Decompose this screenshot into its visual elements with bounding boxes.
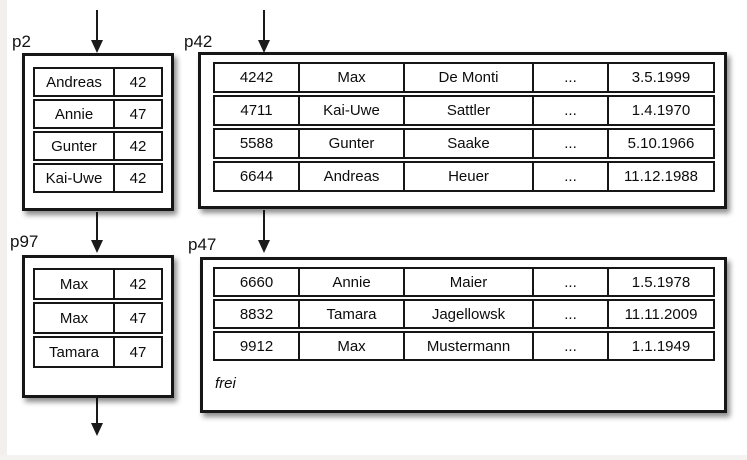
bottom-edge-strip — [0, 455, 747, 460]
cell-ellipsis: ... — [534, 301, 609, 327]
record-table-p2: Andreas 42 Annie 47 Gunter 42 Kai-Uwe 42 — [33, 67, 163, 193]
table-row: Tamara 47 — [33, 336, 163, 368]
page-label-p97: p97 — [10, 232, 39, 251]
cell-date: 1.1.1949 — [631, 337, 691, 355]
table-row: Annie 47 — [33, 99, 163, 129]
arrow-line — [96, 10, 98, 42]
cell-name: Annie — [35, 101, 115, 127]
cell-name: Gunter — [35, 133, 115, 159]
cell-name: Max — [35, 304, 115, 332]
arrow-head-icon — [91, 423, 103, 436]
cell-id: 5588 — [215, 130, 300, 157]
page-box-p2: Andreas 42 Annie 47 Gunter 42 Kai-Uwe 42 — [22, 53, 174, 211]
page-box-p97: Max 42 Max 47 Tamara 47 — [22, 255, 174, 398]
page-box-p47: 6660 Annie Maier ... 1.5.1978 8832 Tamar… — [200, 257, 727, 413]
cell-name: Max — [35, 270, 115, 298]
arrow-head-icon — [258, 40, 270, 53]
cell-firstname: Tamara — [300, 301, 405, 327]
cell-firstname: Kai-Uwe — [300, 97, 405, 124]
arrow-head-icon — [91, 240, 103, 253]
cell-ellipsis: ... — [534, 97, 609, 124]
cell-lastname: De Monti — [405, 64, 534, 91]
cell-name: Kai-Uwe — [35, 165, 115, 191]
cell-page-ref: 47 — [129, 105, 147, 123]
table-row: 5588 Gunter Saake ... 5.10.1966 — [213, 128, 715, 159]
cell-lastname: Jagellowsk — [405, 301, 534, 327]
table-row: 4711 Kai-Uwe Sattler ... 1.4.1970 — [213, 95, 715, 126]
cell-date: 3.5.1999 — [631, 69, 691, 86]
cell-date: 11.12.1988 — [624, 168, 698, 185]
cell-page-ref: 42 — [129, 137, 147, 155]
cell-id: 4711 — [215, 97, 300, 124]
arrow-line — [96, 398, 98, 424]
cell-ellipsis: ... — [534, 64, 609, 91]
cell-page-ref: 47 — [129, 309, 147, 327]
cell-lastname: Maier — [405, 269, 534, 295]
arrow-line — [263, 10, 265, 42]
cell-page-ref: 42 — [129, 73, 147, 91]
table-row: Kai-Uwe 42 — [33, 163, 163, 193]
table-row: 6644 Andreas Heuer ... 11.12.1988 — [213, 161, 715, 192]
cell-firstname: Max — [300, 64, 405, 91]
left-edge-strip — [0, 0, 7, 455]
cell-id: 4242 — [215, 64, 300, 91]
table-row: Max 47 — [33, 302, 163, 334]
cell-lastname: Sattler — [405, 97, 534, 124]
cell-firstname: Andreas — [300, 163, 405, 190]
cell-id: 6660 — [215, 269, 300, 295]
cell-lastname: Heuer — [405, 163, 534, 190]
cell-page-ref: 42 — [129, 275, 147, 293]
table-row: 9912 Max Mustermann ... 1.1.1949 — [213, 331, 715, 361]
cell-date: 11.11.2009 — [624, 305, 698, 323]
cell-id: 6644 — [215, 163, 300, 190]
cell-page-ref: 42 — [129, 169, 147, 187]
record-table-p42: 4242 Max De Monti ... 3.5.1999 4711 Kai-… — [213, 62, 715, 192]
free-space-label: frei — [215, 375, 236, 392]
cell-ellipsis: ... — [534, 269, 609, 295]
arrow-head-icon — [91, 40, 103, 53]
cell-date: 1.5.1978 — [631, 273, 691, 291]
cell-lastname: Mustermann — [405, 333, 534, 359]
arrow-line — [263, 210, 265, 241]
cell-name: Andreas — [35, 69, 115, 95]
cell-id: 8832 — [215, 301, 300, 327]
table-row: Andreas 42 — [33, 67, 163, 97]
cell-ellipsis: ... — [534, 130, 609, 157]
cell-firstname: Max — [300, 333, 405, 359]
page-label-p47: p47 — [188, 235, 217, 254]
record-table-p47: 6660 Annie Maier ... 1.5.1978 8832 Tamar… — [213, 267, 715, 361]
table-row: 4242 Max De Monti ... 3.5.1999 — [213, 62, 715, 93]
cell-firstname: Annie — [300, 269, 405, 295]
cell-name: Tamara — [35, 338, 115, 366]
record-table-p97: Max 42 Max 47 Tamara 47 — [33, 268, 163, 368]
page-label-p2: p2 — [12, 32, 31, 51]
table-row: Max 42 — [33, 268, 163, 300]
page-label-p42: p42 — [184, 32, 213, 51]
cell-lastname: Saake — [405, 130, 534, 157]
page-box-p42: 4242 Max De Monti ... 3.5.1999 4711 Kai-… — [198, 52, 727, 209]
cell-ellipsis: ... — [534, 333, 609, 359]
table-row: Gunter 42 — [33, 131, 163, 161]
arrow-head-icon — [258, 240, 270, 253]
table-row: 8832 Tamara Jagellowsk ... 11.11.2009 — [213, 299, 715, 329]
arrow-line — [96, 212, 98, 241]
cell-ellipsis: ... — [534, 163, 609, 190]
cell-page-ref: 47 — [129, 343, 147, 361]
table-row: 6660 Annie Maier ... 1.5.1978 — [213, 267, 715, 297]
cell-date: 1.4.1970 — [631, 102, 691, 119]
cell-date: 5.10.1966 — [627, 135, 695, 152]
cell-firstname: Gunter — [300, 130, 405, 157]
cell-id: 9912 — [215, 333, 300, 359]
